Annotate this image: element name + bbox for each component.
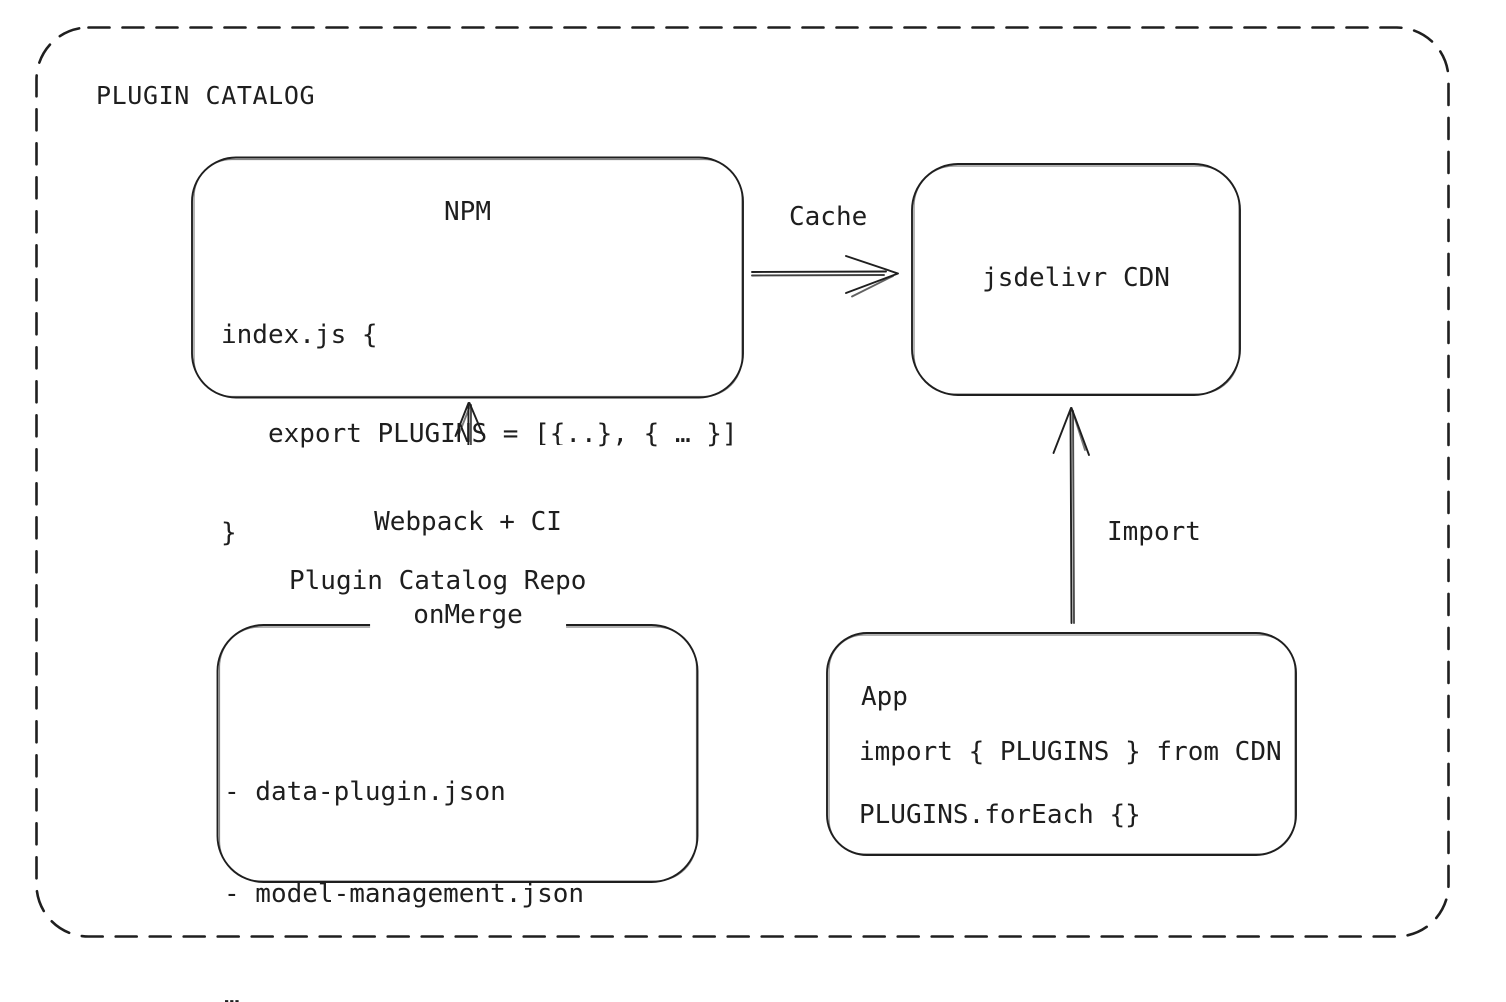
npm-box-title: NPM: [444, 197, 491, 227]
npm-code-line: export PLUGINS = [{..}, { … }]: [221, 419, 738, 449]
build-edge-label-line2: onMerge: [413, 600, 523, 630]
cache-arrow: [751, 255, 899, 298]
build-edge-label: Webpack + CI onMerge: [370, 445, 566, 693]
import-arrow: [1052, 407, 1090, 624]
app-code-line: import { PLUGINS } from CDN: [859, 737, 1282, 767]
diagram-title: PLUGIN CATALOG: [96, 81, 316, 110]
cache-edge-label: Cache: [789, 202, 868, 232]
npm-box: [191, 156, 744, 399]
app-code-line: PLUGINS.forEach {}: [859, 800, 1141, 830]
repo-box-label: Plugin Catalog Repo: [289, 566, 587, 596]
npm-code-line: }: [221, 518, 237, 548]
build-edge-label-line1: Webpack + CI: [374, 507, 562, 537]
npm-code-block: index.js { export PLUGINS = [{..}, { … }…: [221, 253, 738, 616]
import-edge-label: Import: [1107, 517, 1201, 547]
repo-file-item: - model-management.json: [224, 879, 585, 909]
plugin-catalog-boundary: [35, 26, 1450, 938]
cdn-box-label: jsdelivr CDN: [982, 263, 1170, 293]
repo-file-item: …: [224, 981, 240, 1002]
repo-file-item: - data-plugin.json: [224, 777, 506, 807]
repo-file-list: - data-plugin.json - model-management.js…: [224, 707, 584, 1002]
app-box-title: App: [861, 682, 908, 712]
app-box: [826, 632, 1297, 856]
npm-code-line: index.js {: [221, 320, 378, 350]
cdn-box: [911, 163, 1241, 396]
